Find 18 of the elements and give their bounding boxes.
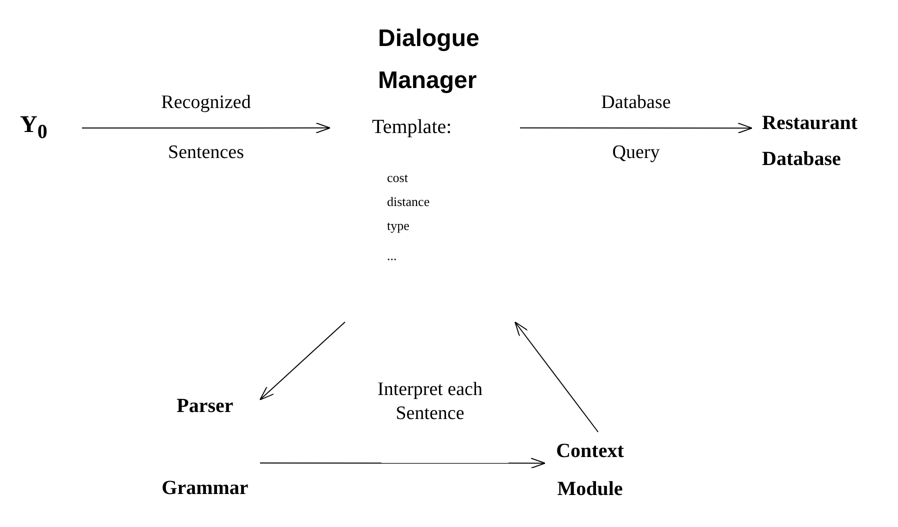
arrow [82,122,330,134]
node-label: Y$_{0}$ [20,112,48,144]
template-item: type [387,218,410,234]
node-label: Context Module [555,439,625,502]
arrow [260,458,546,469]
arrow [260,322,346,400]
edge-label: Recognized Sentences [160,90,252,165]
note-text: Interpret each Sentence [376,378,484,426]
template-heading: Template: [372,116,452,139]
edge-label: Database Query [600,91,672,166]
template-item: ... [387,248,397,264]
arrow [520,122,752,134]
arrow [514,322,599,432]
node-label: Restaurant Database [762,111,859,172]
template-item: cost [387,170,408,186]
node-label: Dialogue Manager [378,24,480,96]
template-item: distance [387,194,430,210]
node-label: Parser Grammar [160,394,250,501]
